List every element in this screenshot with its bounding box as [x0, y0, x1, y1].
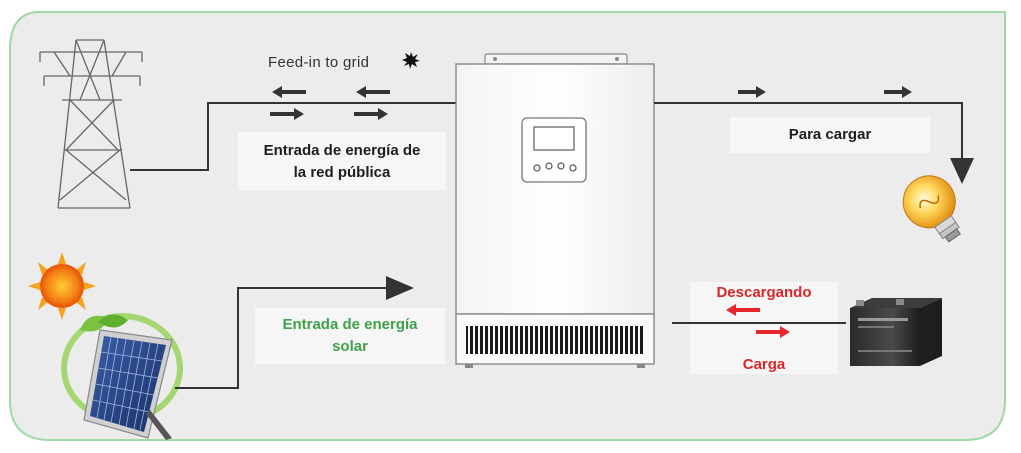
- solar-wire: [175, 287, 400, 389]
- transmission-tower-icon: [39, 39, 143, 209]
- load-flow-arrows: [738, 86, 912, 98]
- solar-panel-icon: [61, 313, 183, 440]
- solar-input-label-line2: solar: [332, 338, 368, 355]
- grid-input-label-line1: Entrada de energía de: [263, 142, 421, 159]
- solar-label-box: [255, 308, 445, 364]
- inverter-icon: [455, 53, 655, 368]
- grid-flow-arrows: [270, 86, 390, 120]
- load-label: Para cargar: [788, 126, 872, 143]
- solar-input-label-line1: Entrada de energía: [282, 316, 418, 333]
- grid-input-label-line2: la red pública: [293, 164, 391, 181]
- charging-label: Carga: [742, 356, 786, 373]
- solar-arrowhead: [386, 276, 414, 300]
- battery-flow-arrows: [726, 304, 790, 338]
- discharging-label: Descargando: [716, 284, 812, 301]
- feed-in-star-icon: [402, 52, 420, 69]
- battery-label-box: [690, 282, 838, 374]
- light-bulb-icon: [902, 175, 961, 243]
- battery-icon: [850, 298, 942, 366]
- grid-wire: [130, 102, 458, 171]
- load-label-box: [730, 117, 930, 153]
- sun-icon: [28, 252, 96, 320]
- load-wire: [654, 102, 963, 160]
- load-arrowhead: [950, 158, 974, 184]
- feed-in-label: Feed-in to grid: [268, 54, 370, 71]
- grid-label-box: [238, 132, 446, 190]
